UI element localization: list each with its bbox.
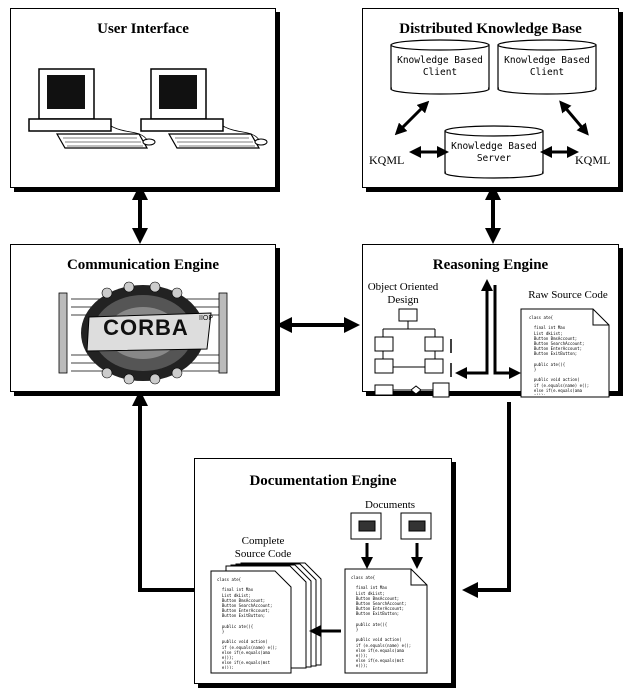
code-line: e());: [529, 393, 603, 395]
code-line: final int Max: [351, 585, 388, 591]
arrow-client-left-server: [394, 100, 430, 136]
computer-icon: [140, 68, 268, 149]
documentation-diagram: [210, 512, 432, 674]
code-line: List dkList;: [351, 590, 385, 596]
communication-engine-box: Communication Engine CORBA IIOP: [10, 244, 276, 392]
code-line: List dkList;: [529, 330, 563, 336]
source-page: [344, 568, 428, 674]
code-line: Button SearchAccount;: [351, 601, 407, 607]
arrow-reasoning-documentation: [462, 402, 511, 598]
code-line: Button EnterAccount;: [351, 606, 404, 612]
code-line: Button BmsAccount;: [529, 335, 578, 341]
computer-icon: [28, 68, 156, 149]
raw-source-page: [520, 308, 610, 398]
code-line: Button SearchAccount;: [217, 603, 273, 609]
document-icon: [350, 512, 382, 540]
code-line: class ate{: [351, 575, 376, 580]
code-line: Button ExitButton;: [351, 611, 400, 617]
code-line: e());: [351, 663, 368, 669]
complete-source-code: class ate{ final int Max List dkList; Bu…: [217, 577, 287, 669]
code-line: else if(e.equals(ama: [529, 387, 582, 393]
code-line: Button EnterAccount;: [217, 608, 270, 614]
user-interface-box: User Interface: [10, 8, 276, 188]
knowledge-base-box: Distributed Knowledge Base Knowledge Bas…: [362, 8, 619, 188]
code-line: List dkList;: [217, 592, 251, 598]
code-line: if (e.equals(name) e();: [529, 382, 590, 388]
code-line: class ate{: [217, 577, 242, 582]
reasoning-arrow-down: [493, 285, 521, 379]
code-line: public ate(){: [351, 621, 388, 627]
documentation-engine-title: Documentation Engine: [249, 473, 397, 489]
code-line: public void action(: [217, 639, 268, 645]
arrow-client-right-server: [559, 100, 589, 136]
reasoning-arrow-up: [471, 279, 493, 375]
code-line: }: [529, 367, 537, 373]
corba-logo-sup: IIOP: [199, 315, 214, 322]
client-left-cylinder: [390, 39, 490, 95]
raw-source-label: Raw Source Code: [528, 289, 608, 301]
reasoning-engine-title: Reasoning Engine: [432, 257, 549, 273]
knowledge-base-title: Distributed Knowledge Base: [399, 21, 582, 37]
code-line: else if(e.equals(mst: [351, 658, 404, 664]
raw-source-code: class ate{ final int Max List dkList; Bu…: [529, 315, 603, 395]
kqml-left-label: KQML: [369, 153, 405, 167]
code-line: else if(e.equals(mst: [217, 660, 270, 666]
code-line: public ate(){: [217, 623, 254, 629]
kqml-right-label: KQML: [575, 153, 611, 167]
user-interface-title: User Interface: [97, 21, 189, 37]
code-line: class ate{: [529, 315, 554, 320]
code-line: public ate(){: [529, 361, 566, 367]
code-line: Button EnterAccount;: [529, 346, 582, 352]
code-line: if (e.equals(name) e();: [351, 642, 412, 648]
code-line: else if(e.equals(ama: [351, 647, 404, 653]
documents-label: Documents: [364, 499, 416, 511]
code-line: Button ExitButton;: [217, 613, 266, 619]
code-line: public void action(: [529, 377, 580, 383]
server-cylinder: [444, 125, 544, 179]
code-line: Button BmsAccount;: [351, 595, 400, 601]
corba-logo: [58, 281, 228, 385]
code-line: if (e.equals(name) e();: [217, 644, 278, 650]
code-line: final int Max: [529, 325, 566, 331]
code-line: e());: [217, 655, 234, 661]
code-line: }: [351, 627, 359, 633]
complete-source-stack: [210, 562, 322, 674]
code-line: e());: [351, 653, 368, 659]
code-line: else if(e.equals(ama: [217, 649, 270, 655]
code-line: final int Max: [217, 587, 254, 593]
client-right-cylinder: [497, 39, 597, 95]
class-diagram-icon: [374, 308, 452, 398]
communication-engine-title: Communication Engine: [66, 257, 220, 273]
document-icon: [400, 512, 432, 540]
corba-logo-text: CORBA: [103, 315, 189, 340]
code-line: public void action(: [351, 637, 402, 643]
code-line: Button ExitButton;: [529, 351, 578, 357]
source-page-code: class ate{ final int Max List dkList; Bu…: [351, 575, 421, 669]
kb-diagram: [390, 39, 597, 179]
code-line: Button SearchAccount;: [529, 341, 585, 347]
code-line: e());: [217, 665, 234, 669]
computers-illustration: [28, 68, 268, 149]
reasoning-diagram: [374, 279, 610, 398]
code-line: }: [217, 629, 225, 635]
arrow-documentation-communication: [132, 390, 196, 592]
code-line: Button BmsAccount;: [217, 597, 266, 603]
